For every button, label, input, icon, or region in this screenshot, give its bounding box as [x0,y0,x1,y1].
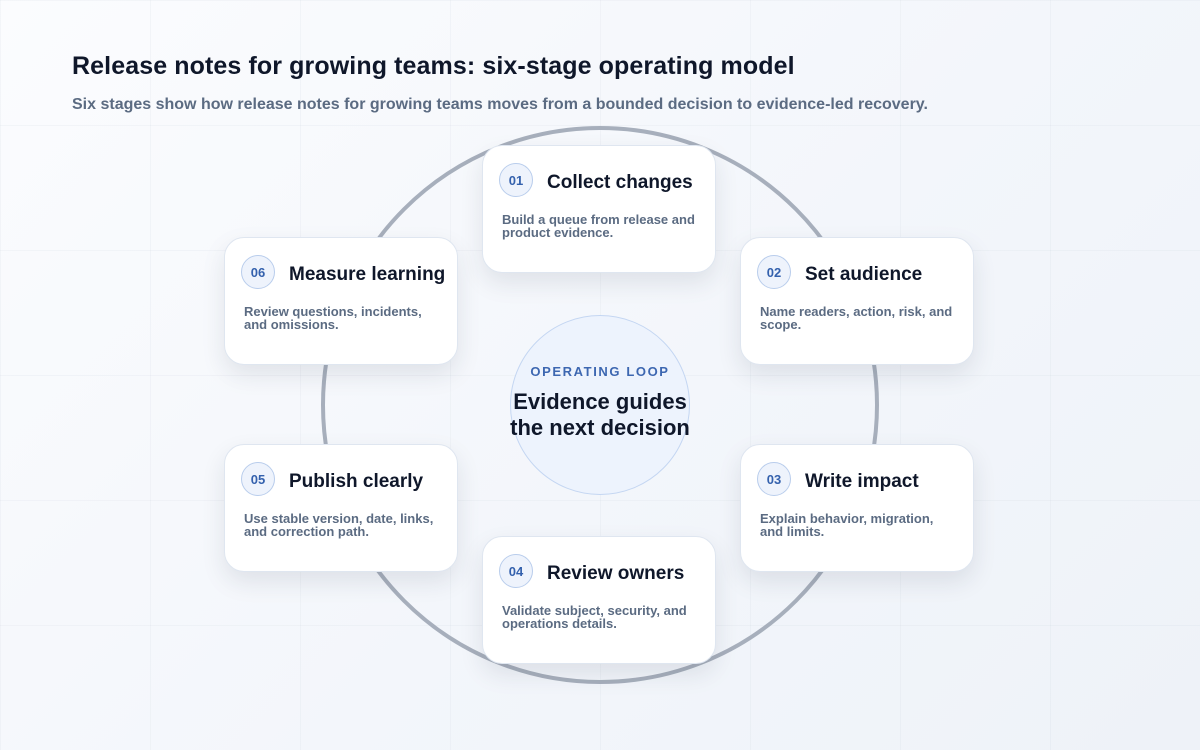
hub-line-1: Evidence guides [513,388,687,414]
stage-description: Validate subject, security, and operatio… [502,603,687,631]
stage-description: Name readers, action, risk, and scope. [760,304,953,332]
hub-label: OPERATING LOOP [530,363,670,379]
stage-card-publish-clearly[interactable]: 05 Publish clearly Use stable version, d… [224,444,458,572]
stage-title: Write impact [805,471,919,492]
operating-loop-hub: OPERATING LOOP Evidence guides the next … [510,315,690,495]
stage-number-badge: 06 [241,255,275,289]
stage-title: Collect changes [547,172,693,193]
stage-description: Build a queue from release and product e… [502,212,695,240]
stage-number-badge: 01 [499,163,533,197]
hub-line-2: the next decision [510,414,690,440]
stage-number-badge: 03 [757,462,791,496]
stage-description: Use stable version, date, links, and cor… [244,511,434,539]
stage-card-set-audience[interactable]: 02 Set audience Name readers, action, ri… [740,237,974,365]
stage-card-review-owners[interactable]: 04 Review owners Validate subject, secur… [482,536,716,664]
stage-title: Set audience [805,264,923,285]
page-title: Release notes for growing teams: six-sta… [72,52,795,80]
stage-title: Review owners [547,563,685,584]
stage-title: Measure learning [289,264,446,285]
stage-card-measure-learning[interactable]: 06 Measure learning Review questions, in… [224,237,458,365]
stage-description: Explain behavior, migration, and limits. [760,511,934,539]
stage-number-badge: 04 [499,554,533,588]
stage-description: Review questions, incidents, and omissio… [244,304,422,332]
stage-number-badge: 02 [757,255,791,289]
stage-title: Publish clearly [289,471,424,492]
page-subtitle: Six stages show how release notes for gr… [72,96,928,113]
stage-card-write-impact[interactable]: 03 Write impact Explain behavior, migrat… [740,444,974,572]
stage-card-collect-changes[interactable]: 01 Collect changes Build a queue from re… [482,145,716,273]
stage-number-badge: 05 [241,462,275,496]
